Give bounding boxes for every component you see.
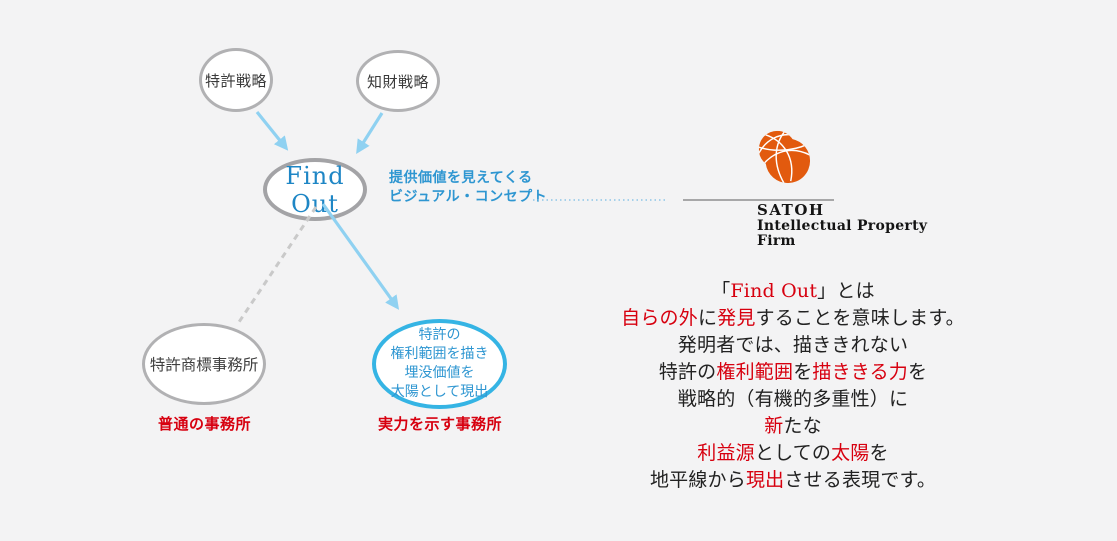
brand-name-line2: Intellectual Property xyxy=(757,217,928,234)
orange-thread-ball-icon xyxy=(758,130,811,184)
concept-message: 「Find Out」とは 自らの外に発見することを意味します。 発明者では、描き… xyxy=(615,278,971,494)
node-patent-strategy: 特許戦略 xyxy=(199,48,273,112)
arrow-patent-strategy-to-findout xyxy=(255,110,289,151)
message-line-4: 特許の権利範囲を描ききる力を xyxy=(658,361,928,383)
arrow-findout-to-sun-office xyxy=(321,203,400,310)
node-patent-strategy-label: 特許戦略 xyxy=(204,71,267,90)
node-trademark-office: 特許商標事務所 xyxy=(142,323,266,405)
message-line-7: 利益源としての太陽を xyxy=(697,442,889,464)
label-ordinary-office: 普通の事務所 xyxy=(157,415,251,433)
dashed-line-findout-to-trademark-office xyxy=(237,206,318,323)
node-trademark-office-label: 特許商標事務所 xyxy=(149,356,259,374)
label-capable-office: 実力を示す事務所 xyxy=(377,415,502,433)
node-sun-office-line4: 太陽として現出 xyxy=(390,384,489,400)
message-line-8: 地平線から現出させる表現です。 xyxy=(649,469,937,491)
message-line-2: 自らの外に発見することを意味します。 xyxy=(621,307,965,329)
brand-wordmark: SATOH Intellectual Property Firm xyxy=(757,201,928,250)
node-ip-strategy-label: 知財戦略 xyxy=(366,72,429,91)
node-sun-office-line2: 権利範囲を描き xyxy=(390,346,489,362)
message-line-6: 新たな xyxy=(764,415,822,437)
message-line-3: 発明者では、描ききれない xyxy=(677,334,909,356)
message-line-1: 「Find Out」とは xyxy=(711,280,875,302)
findout-annotation-line1: 提供価値を見えてくる xyxy=(389,170,533,186)
brand-name-line1: SATOH xyxy=(757,201,825,219)
node-ip-strategy: 知財戦略 xyxy=(356,50,440,112)
findout-annotation-line2: ビジュアル・コンセプト xyxy=(389,189,548,205)
findout-annotation: 提供価値を見えてくる ビジュアル・コンセプト xyxy=(389,169,547,207)
arrow-ip-strategy-to-findout xyxy=(356,112,384,154)
node-sun-office-line3: 埋没価値を xyxy=(404,365,475,381)
node-sun-office-line1: 特許の xyxy=(418,327,461,343)
brand-name-line3: Firm xyxy=(757,233,796,249)
message-line-5: 戦略的（有機的多重性）に xyxy=(677,388,909,410)
node-find-out-label: Find Out xyxy=(285,161,345,218)
node-sun-office: 特許の 権利範囲を描き 埋没価値を 太陽として現出 xyxy=(372,319,507,409)
node-find-out: Find Out xyxy=(263,158,367,221)
